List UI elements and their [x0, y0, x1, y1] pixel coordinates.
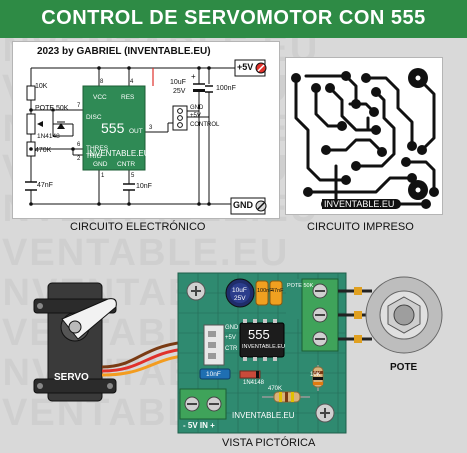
power-terminal-block: [179, 388, 227, 420]
schematic-caption: CIRCUITO ELECTRÓNICO: [70, 221, 206, 233]
supply-positive-label: +5V: [237, 62, 254, 72]
pin4-number: 4: [130, 79, 134, 85]
ic-555-pictorial: [239, 322, 285, 358]
supply-ground-label: GND: [233, 200, 253, 210]
pin-res-label: RES: [121, 94, 135, 101]
c-electro-value-label: 10uF: [170, 79, 186, 86]
pin6-number: 6: [77, 142, 81, 148]
pcb-artwork: [291, 68, 439, 209]
capacitor-10nf: [123, 183, 135, 191]
pictorial-r1-label: 10K: [310, 372, 321, 378]
capacitor-100nf: [205, 85, 213, 93]
pictorial-ic-brand: INVENTABLE.EU: [242, 344, 285, 350]
c-bypass-label: 100nF: [216, 85, 236, 92]
title-bar: CONTROL DE SERVOMOTOR CON 555: [0, 0, 467, 38]
conn-plus5-label: +5V: [190, 113, 201, 119]
pictorial-cntr-cap-label: 10nF: [206, 371, 221, 378]
pin-cntr-label: CNTR: [117, 161, 136, 168]
pin2-number: 2: [77, 156, 81, 162]
schematic-panel: 2023 by GABRIEL (INVENTABLE.EU) 10K POTE…: [12, 41, 280, 219]
pote-label: POTE: [390, 362, 418, 373]
resistor-10k: [26, 85, 36, 101]
pictorial-board-brand: INVENTABLE.EU: [232, 411, 295, 420]
diode-pictorial: [239, 370, 261, 379]
schematic-ic-brand: INVENTABLE.EU: [87, 149, 150, 158]
electro-value-label: 10uF: [232, 287, 247, 294]
pin-gnd-label: GND: [93, 161, 108, 168]
pote-terminal-block: [301, 278, 339, 352]
r2-label: 470K: [35, 147, 52, 154]
pictorial-diode-label: 1N4148: [243, 380, 265, 386]
pin8-number: 8: [100, 79, 104, 85]
electro-voltage-label: 25V: [234, 295, 246, 302]
resistor-470k-pictorial: [262, 391, 310, 403]
pin5-number: 5: [131, 173, 135, 179]
power-input-label: - 5V IN +: [183, 421, 215, 430]
conn-gnd-label: GND: [190, 105, 204, 111]
pote-value-label: POTE 50K: [287, 283, 314, 289]
diode-label: 1N4148: [37, 133, 60, 140]
timing-capacitor-pictorial: [269, 280, 283, 306]
potentiometer-pictorial: [365, 276, 443, 354]
pin1-number: 1: [101, 173, 105, 179]
conn-control-label: CONTROL: [190, 122, 220, 128]
electrolytic-capacitor-pictorial: [225, 278, 255, 308]
pot-label: POTE 50K: [35, 105, 69, 112]
capacitor-47nf: [25, 181, 37, 191]
servo-label: SERVO: [54, 372, 89, 383]
r1-label: 10K: [35, 83, 48, 90]
timing-value-label: 47nF: [271, 288, 284, 294]
c-electro-plus-label: +: [191, 72, 196, 81]
pin-disc-label: DISC: [86, 114, 102, 121]
ic-555-schematic: [82, 85, 146, 171]
pictorial-caption: VISTA PICTÓRICA: [222, 437, 316, 449]
c-cntr-label: 10nF: [136, 183, 152, 190]
pcb-panel: INVENTABLE.EU: [285, 57, 443, 215]
pcb-brand: INVENTABLE.EU: [322, 199, 397, 209]
pin-out-label: OUT: [129, 128, 143, 135]
c-electro-voltage-label: 25V: [173, 88, 186, 95]
pictorial-conn-ctr: CTR: [225, 346, 238, 352]
cntr-capacitor-pictorial: [199, 368, 231, 380]
pictorial-conn-plus5: +5V: [225, 335, 236, 341]
potentiometer-symbol: [26, 113, 36, 135]
pcb-caption: CIRCUITO IMPRESO: [307, 221, 414, 233]
pin-trig-label: TRIG: [86, 153, 102, 160]
resistor-10k-pictorial: [312, 365, 324, 391]
pictorial-conn-gnd: GND: [225, 325, 239, 331]
pin3-number: 3: [149, 125, 153, 131]
schematic-ic-number: 555: [101, 120, 125, 136]
diode-symbol: [57, 123, 65, 129]
schematic-diagram: [25, 59, 267, 215]
pin-thres-label: THRES: [86, 145, 109, 152]
servo-connector-symbol: [172, 105, 188, 131]
pictorial-diagram: [33, 272, 443, 434]
bypass-value-label: 100nF: [257, 288, 273, 294]
pin7-number: 7: [77, 103, 81, 109]
page-title: CONTROL DE SERVOMOTOR CON 555: [41, 7, 426, 29]
pin-vcc-label: VCC: [93, 94, 107, 101]
pictorial-ic-number: 555: [248, 327, 270, 342]
schematic-credit: 2023 by GABRIEL (INVENTABLE.EU): [37, 46, 211, 57]
c-timing-label: 47nF: [37, 182, 53, 189]
pictorial-r2-label: 470K: [268, 386, 283, 392]
bypass-capacitor-pictorial: [255, 280, 269, 306]
servo-motor: [33, 282, 117, 402]
